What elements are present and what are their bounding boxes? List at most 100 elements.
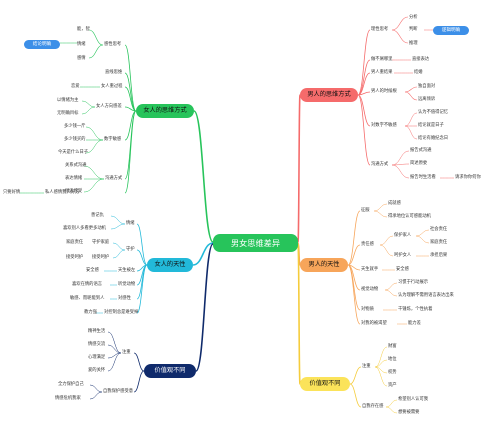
branch-values-male[interactable]: 价值观不同 — [300, 377, 350, 391]
node-n3a[interactable]: 安全感 — [396, 267, 409, 272]
node-m1[interactable]: 理性思考 — [371, 27, 389, 32]
node-w4[interactable]: 女人方向感差 — [96, 104, 122, 109]
node-m5a[interactable]: 认为不值得记忆 — [418, 110, 449, 115]
node-f2c[interactable]: 接受呵护 — [66, 255, 84, 260]
node-c2b[interactable]: 情感危机我家 — [55, 396, 81, 401]
node-v1c[interactable]: 权势 — [388, 370, 397, 375]
node-f1a[interactable]: 善记仇 — [91, 213, 104, 218]
node-v1[interactable]: 注重 — [362, 364, 371, 369]
node-m6b[interactable]: 简述原委 — [410, 161, 428, 166]
node-f6a[interactable]: 教力强 — [84, 310, 97, 315]
node-w6a[interactable]: 关系式沟通 — [65, 163, 87, 168]
node-f1[interactable]: 情绪 — [126, 221, 135, 226]
node-f5[interactable]: 对感性 — [118, 296, 131, 301]
node-n1b[interactable]: 得承地位认可感能动机 — [388, 214, 431, 219]
node-w2[interactable]: 直线思维 — [105, 70, 123, 75]
node-v1a[interactable]: 财富 — [388, 344, 397, 349]
node-m4b[interactable]: 远离倾诉 — [418, 97, 436, 102]
node-n6[interactable]: 对我的被渴望 — [361, 321, 387, 326]
node-f1b[interactable]: 喜欢别人多看更多动机 — [63, 226, 106, 231]
node-n2b[interactable]: 社会责任 — [430, 227, 448, 232]
node-n2a[interactable]: 保护家人 — [394, 233, 412, 238]
node-f4[interactable]: 听觉动物 — [118, 282, 136, 287]
node-w6c[interactable]: 倾诉感受 — [65, 189, 83, 194]
node-n2c[interactable]: 家庭责任 — [430, 240, 448, 245]
branch-female-nature[interactable]: 女人的天性 — [147, 258, 193, 272]
node-m5c[interactable]: 结论有婚纪念日 — [418, 136, 449, 141]
node-c1c[interactable]: 心理满足 — [88, 355, 106, 360]
node-c1a[interactable]: 精神生活 — [88, 329, 106, 334]
node-v2a[interactable]: 希望别人认可我 — [398, 397, 429, 402]
node-w1[interactable]: 感性思考 — [104, 42, 122, 47]
node-w5a[interactable]: 多少钱一斤 — [64, 124, 86, 129]
central-topic[interactable]: 男女思维差异 — [213, 234, 298, 252]
node-n2e[interactable]: 承担后果 — [430, 253, 448, 258]
node-n4a[interactable]: 习惯于行动展示 — [398, 280, 429, 285]
node-w4a[interactable]: 以情绪为主 — [57, 98, 79, 103]
node-n3[interactable]: 天生就手 — [361, 267, 379, 272]
node-m1b[interactable]: 判断 — [409, 27, 418, 32]
node-m6[interactable]: 沟通方式 — [371, 162, 389, 167]
node-n6a[interactable]: 能力差 — [408, 321, 421, 326]
node-n4[interactable]: 视觉动物 — [361, 287, 379, 292]
node-c2a[interactable]: 全力保护自己 — [58, 382, 84, 387]
branch-values-female[interactable]: 价值观不同 — [144, 364, 196, 378]
node-f2d[interactable]: 接受呵护 — [92, 255, 110, 260]
node-v1d[interactable]: 资产 — [388, 383, 397, 388]
node-m1c[interactable]: 推理 — [409, 41, 418, 46]
node-n5[interactable]: 对物质 — [361, 307, 374, 312]
node-c1[interactable]: 注重 — [122, 350, 131, 355]
branch-male-thinking[interactable]: 男人的思维方式 — [300, 88, 358, 102]
branch-female-thinking[interactable]: 女人的思维方式 — [136, 104, 194, 118]
node-w4b[interactable]: 无明确目标 — [57, 111, 79, 116]
node-w6[interactable]: 沟通方式 — [105, 176, 123, 181]
node-c1d[interactable]: 爱的关怀 — [88, 368, 106, 373]
node-w1c[interactable]: 感情 — [77, 56, 86, 61]
node-m1a[interactable]: 分析 — [409, 15, 418, 20]
node-v1b[interactable]: 地位 — [388, 357, 397, 362]
node-f5a[interactable]: 敏感、而呢能到人 — [70, 296, 105, 301]
node-f2b[interactable]: 守护家庭 — [92, 240, 110, 245]
node-n4b[interactable]: 认为理解不需用语言表达出来 — [398, 293, 454, 298]
node-f6[interactable]: 对控制总是难受掉 — [104, 310, 139, 315]
node-w7[interactable]: 私人感情我只好方 — [45, 190, 80, 195]
node-f2[interactable]: 守护 — [126, 247, 135, 252]
node-n1[interactable]: 征服 — [361, 208, 370, 213]
node-w5b[interactable]: 多少钱买的 — [64, 137, 86, 142]
node-n2[interactable]: 责任感 — [361, 242, 374, 247]
node-w6b[interactable]: 表达情绪 — [65, 176, 83, 181]
node-c1b[interactable]: 情感交流 — [88, 342, 106, 347]
node-n5a[interactable]: 千锤炼，个性执着 — [398, 307, 433, 312]
node-v2b[interactable]: 想要被需要 — [398, 410, 420, 415]
summary-bubble-left: 结论明确 — [24, 40, 60, 49]
node-m6a[interactable]: 报告式沟通 — [410, 148, 432, 153]
node-w1b[interactable]: 情绪 — [77, 42, 86, 47]
node-m6d[interactable]: 请求你你何你 — [455, 175, 481, 180]
node-m2a[interactable]: 直接表达 — [412, 57, 430, 62]
node-m4[interactable]: 男人的时候根 — [371, 89, 397, 94]
node-m6c[interactable]: 报告时生活看 — [410, 175, 436, 180]
node-m5b[interactable]: 结论就是日子 — [418, 123, 444, 128]
node-w1a[interactable]: 能，智 — [77, 27, 90, 32]
node-w3[interactable]: 女人重过程 — [101, 84, 123, 89]
branch-male-nature[interactable]: 男人的天性 — [300, 258, 348, 272]
node-f4a[interactable]: 喜欢在情的语言 — [72, 282, 103, 287]
node-f3[interactable]: 天生被左 — [118, 268, 136, 273]
node-m3a[interactable]: 结婚 — [414, 70, 423, 75]
node-m3[interactable]: 男人重结果 — [371, 70, 393, 75]
node-v2[interactable]: 自我存在感 — [362, 404, 384, 409]
node-w5c[interactable]: 今天是什么日子 — [58, 150, 89, 155]
node-w5[interactable]: 数字敏感 — [104, 137, 122, 142]
node-m5[interactable]: 对数字不敏感 — [371, 123, 397, 128]
node-m2[interactable]: 做不屑哪里 — [371, 57, 393, 62]
node-n1a[interactable]: 成就感 — [388, 201, 401, 206]
node-w3a[interactable]: 恋爱 — [71, 84, 80, 89]
node-w7a[interactable]: 只要好情 — [3, 190, 21, 195]
node-f2a[interactable]: 家庭责任 — [66, 240, 84, 245]
node-c2[interactable]: 自我保护感受意 — [103, 389, 134, 394]
node-f3a[interactable]: 安全感 — [86, 268, 99, 273]
node-m4a[interactable]: 独自面对 — [418, 84, 436, 89]
node-n2d[interactable]: 呵护女人 — [394, 253, 412, 258]
